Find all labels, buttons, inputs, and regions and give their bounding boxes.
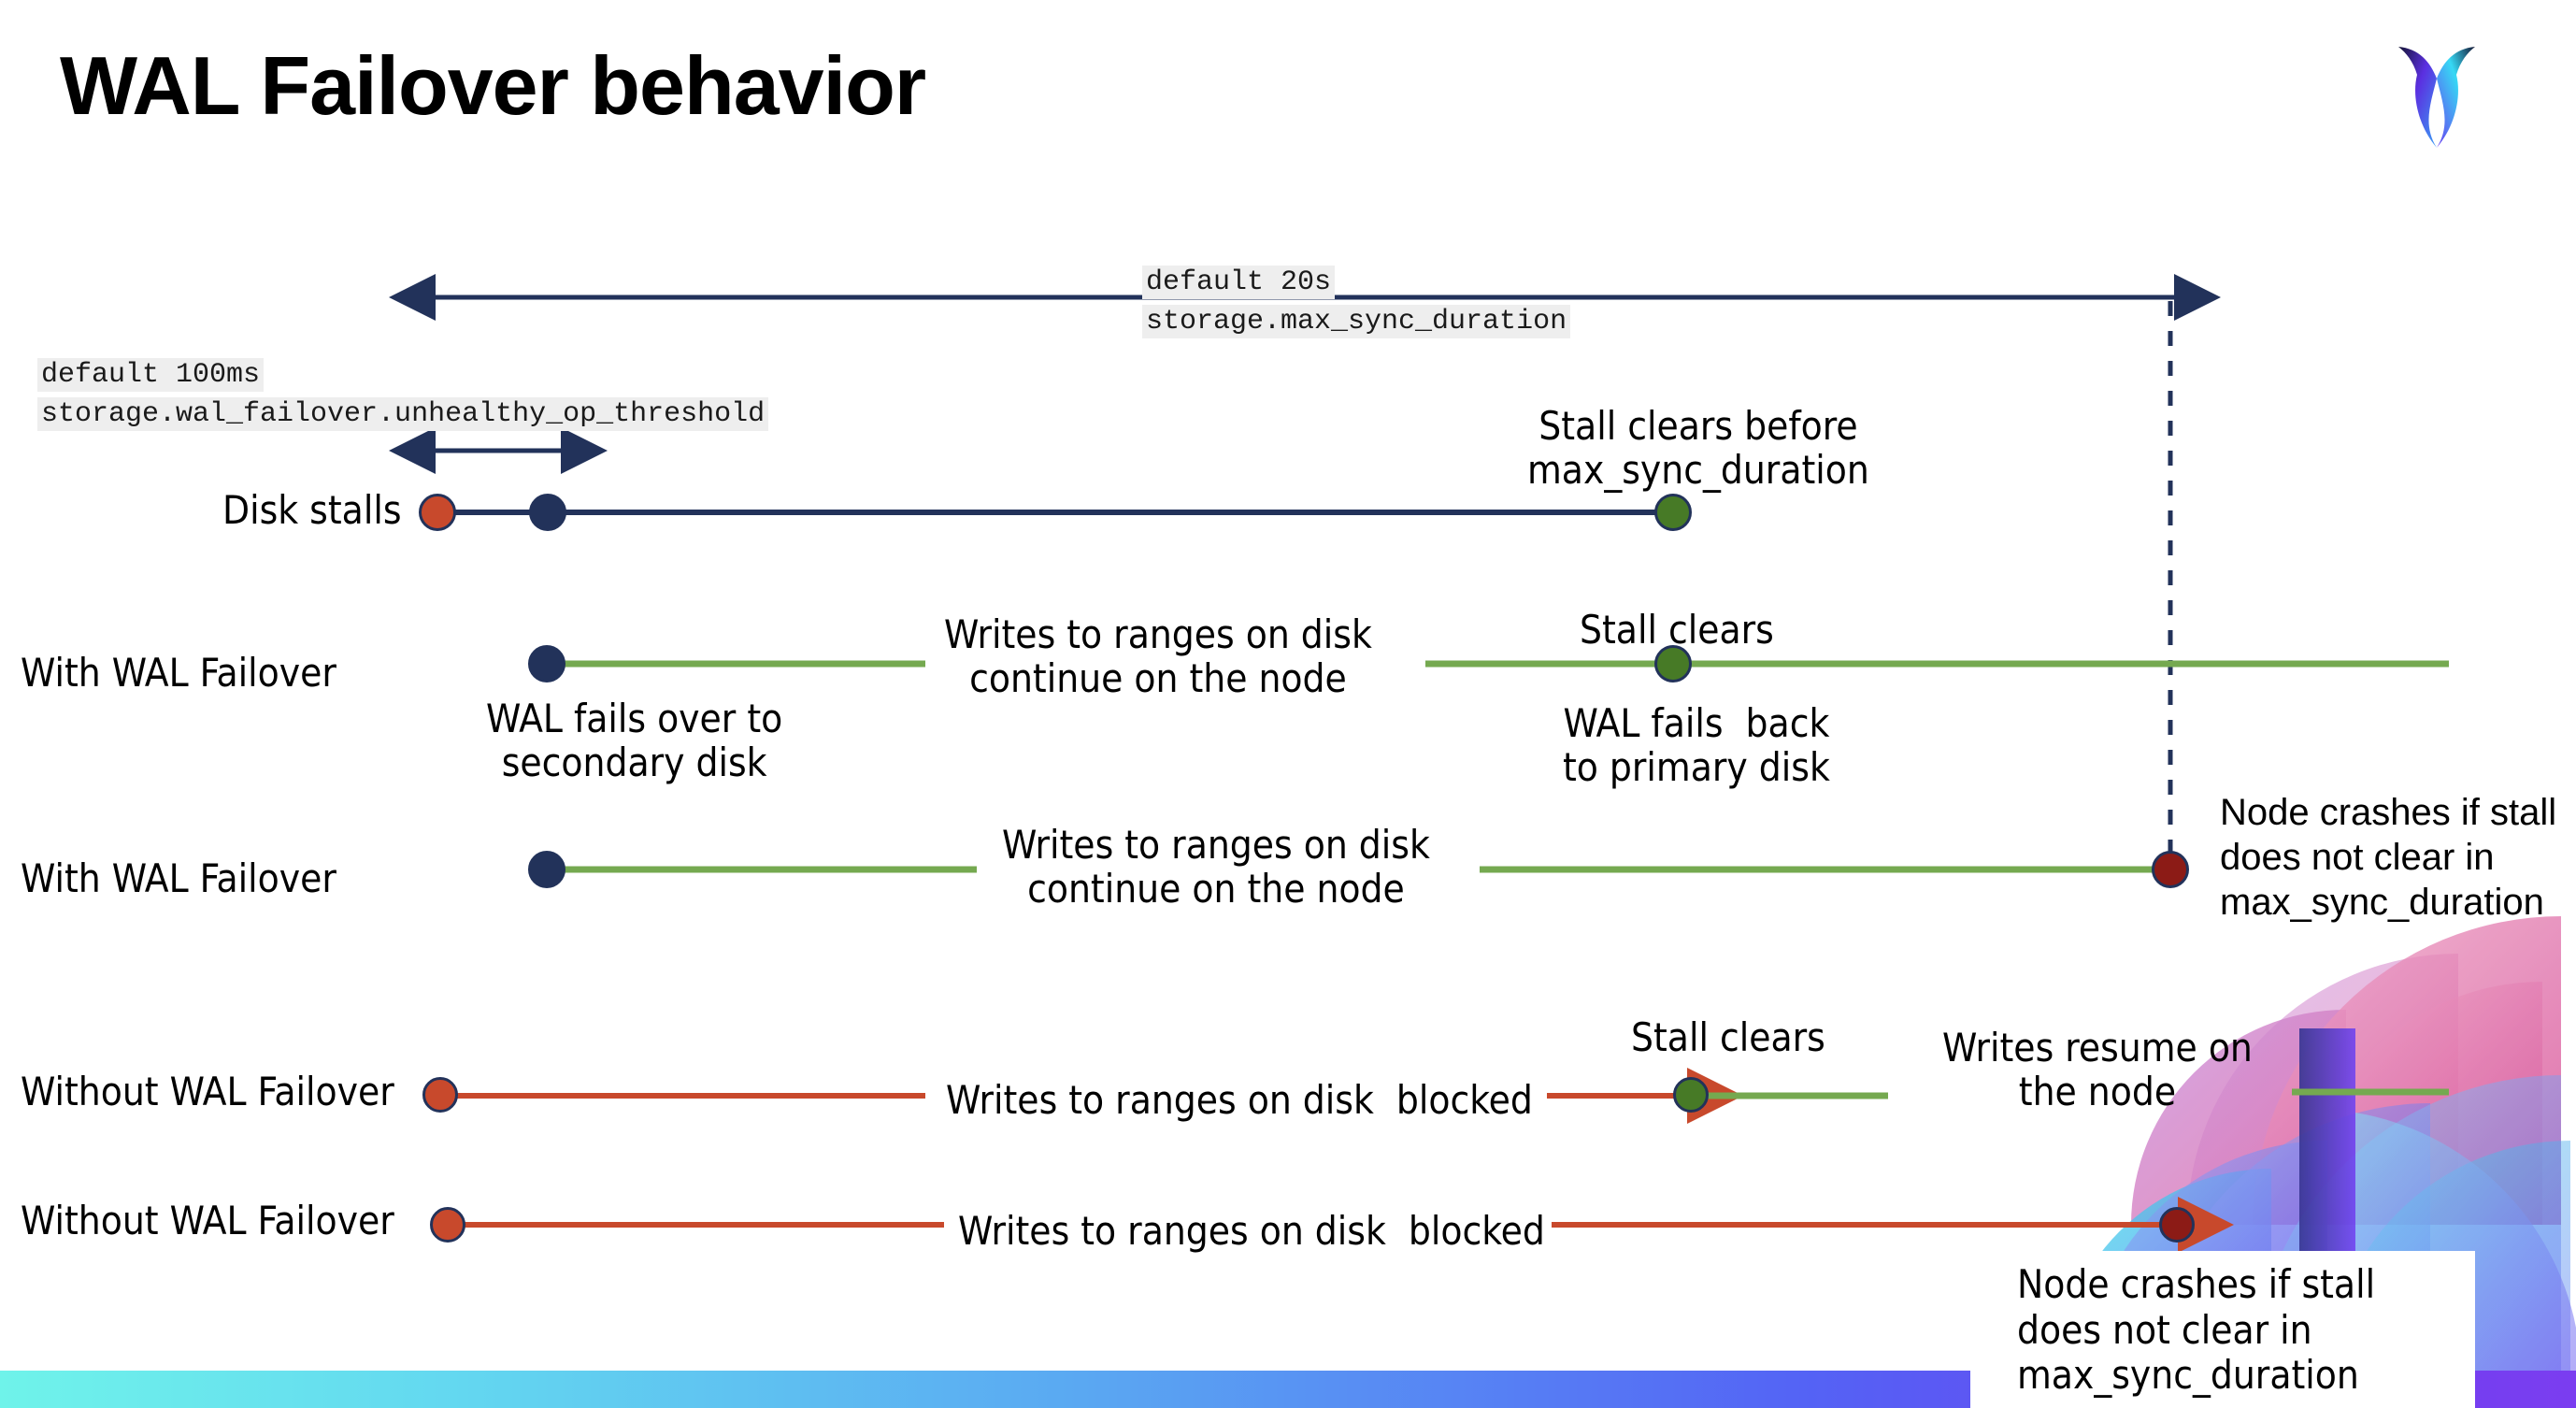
note-row2-wal-fails-back: WAL fails back to primary disk	[1563, 700, 1830, 791]
row-label-disk-stalls: Disk stalls	[222, 487, 402, 533]
disk-stalls-clear-dot	[1654, 494, 1692, 531]
row4-stall-clears-dot	[1673, 1077, 1709, 1113]
row2-stall-clears-dot	[1654, 645, 1692, 682]
row5-crash-dot	[2159, 1207, 2195, 1243]
row-label-without-wal-failover-2: Without WAL Failover	[21, 1198, 394, 1243]
note-row5-writes-blocked: Writes to ranges on disk blocked	[958, 1208, 1545, 1254]
row-label-with-wal-failover-1: With WAL Failover	[21, 650, 336, 696]
row-label-with-wal-failover-2: With WAL Failover	[21, 855, 336, 901]
note-stall-clears-before-max-sync: Stall clears before max_sync_duration	[1527, 403, 1869, 494]
note-row5-node-crashes: Node crashes if stall does not clear in …	[2017, 1261, 2376, 1399]
row2-failover-dot	[528, 645, 565, 682]
note-row2-stall-clears: Stall clears	[1580, 607, 1774, 653]
disk-stalls-failover-dot	[529, 494, 566, 531]
note-row4-writes-resume: Writes resume on the node	[1942, 1025, 2253, 1115]
row3-failover-dot	[528, 851, 565, 888]
disk-stalls-start-dot	[419, 494, 456, 531]
note-row4-writes-blocked: Writes to ranges on disk blocked	[946, 1077, 1533, 1123]
code-unhealthy-setting: storage.wal_failover.unhealthy_op_thresh…	[37, 397, 769, 431]
note-row3-writes-continue: Writes to ranges on disk continue on the…	[1002, 822, 1430, 912]
page-title: WAL Failover behavior	[60, 39, 926, 132]
row5-start-dot	[430, 1207, 465, 1243]
note-row2-writes-continue: Writes to ranges on disk continue on the…	[944, 611, 1372, 702]
note-row4-stall-clears: Stall clears	[1631, 1014, 1825, 1060]
note-row3-node-crashes: Node crashes if stall does not clear in …	[2220, 792, 2557, 923]
row5-callout-box	[1970, 1251, 2475, 1408]
cockroachdb-logo	[2385, 30, 2488, 156]
row3-crash-dot	[2152, 851, 2189, 888]
code-max-sync-setting: storage.max_sync_duration	[1142, 305, 1571, 338]
row-label-without-wal-failover-1: Without WAL Failover	[21, 1069, 394, 1114]
row4-start-dot	[422, 1077, 458, 1113]
code-unhealthy-default: default 100ms	[37, 358, 265, 392]
note-row2-wal-fails-over: WAL fails over to secondary disk	[486, 696, 783, 786]
code-max-sync-default: default 20s	[1142, 266, 1336, 299]
